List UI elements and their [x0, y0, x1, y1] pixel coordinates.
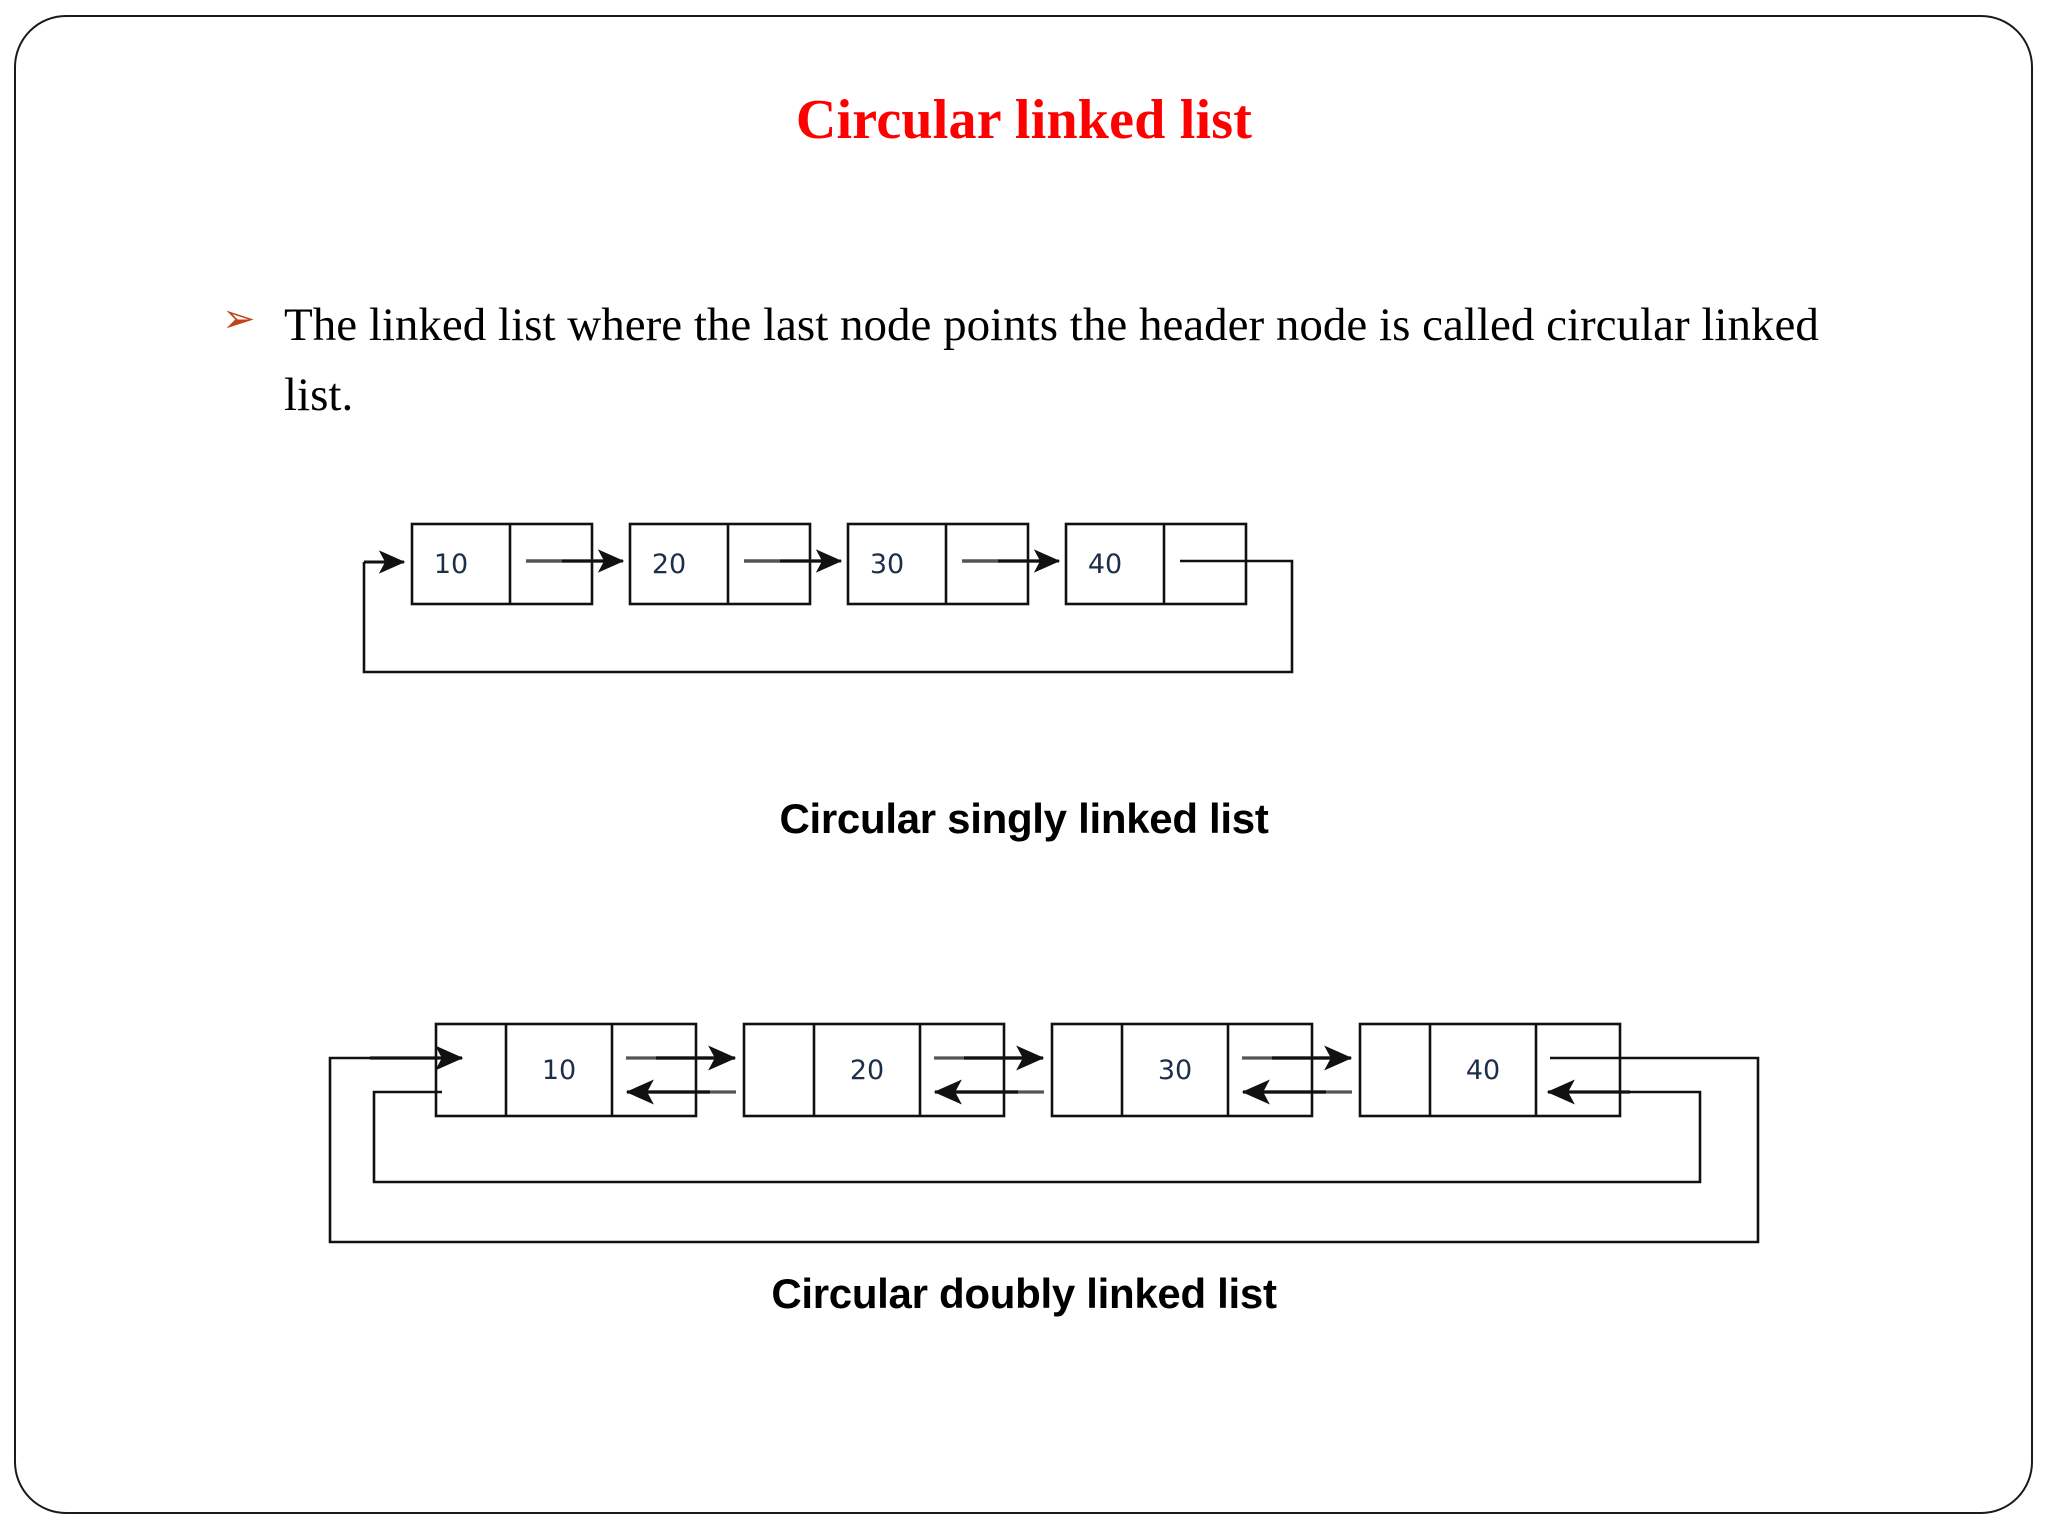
circular-doubly-linked-list-diagram: 10 20 30 40 [328, 1022, 1760, 1244]
node-value: 30 [870, 549, 904, 580]
caption-circular-doubly-linked-list: Circular doubly linked list [771, 1270, 1277, 1317]
circular-singly-linked-list-diagram: 10 20 30 40 [362, 522, 1294, 674]
node-value: 40 [1466, 1055, 1500, 1086]
node-20: 20 [628, 522, 812, 606]
node-value: 30 [1158, 1055, 1192, 1086]
node-30: 30 [1050, 1022, 1314, 1118]
caption-circular-singly-linked-list: Circular singly linked list [779, 795, 1269, 842]
circular-prev-loop-link [372, 1079, 1702, 1184]
node-value: 20 [652, 549, 686, 580]
node-value: 10 [434, 549, 468, 580]
node-10: 10 [410, 522, 594, 606]
bullet-text: The linked list where the last node poin… [284, 299, 1819, 421]
node-value: 20 [850, 1055, 884, 1086]
bullet-arrow-icon: ➢ [222, 296, 256, 342]
page-title: Circular linked list [795, 89, 1253, 151]
node-value: 40 [1088, 549, 1122, 580]
node-20: 20 [742, 1022, 1006, 1118]
node-value: 10 [542, 1055, 576, 1086]
node-40: 40 [1358, 1022, 1622, 1118]
node-10: 10 [434, 1022, 698, 1118]
node-30: 30 [846, 522, 1030, 606]
bullet-list-item: ➢ The linked list where the last node po… [222, 290, 1862, 430]
circular-loop-back-link [362, 559, 1294, 674]
circular-next-loop-link [328, 1045, 1760, 1244]
node-40: 40 [1064, 522, 1248, 606]
